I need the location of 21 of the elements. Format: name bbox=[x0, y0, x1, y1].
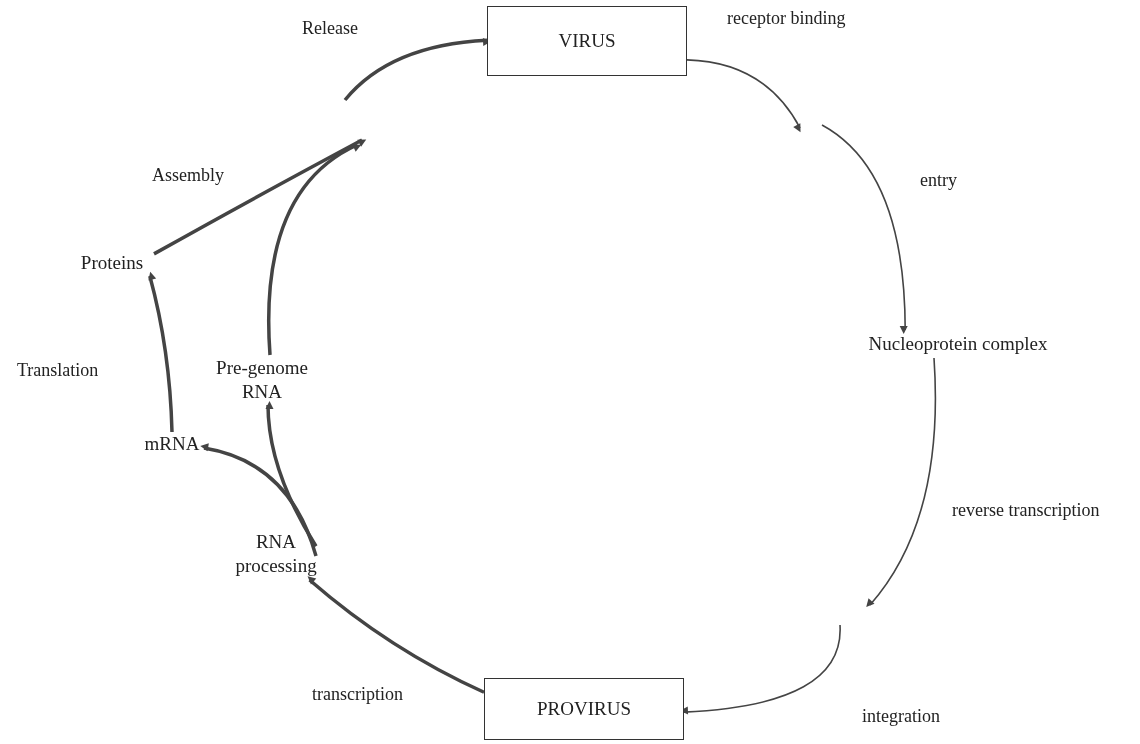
stage-label: Pre-genome RNA bbox=[212, 355, 312, 405]
curved-arrow bbox=[866, 357, 937, 608]
curved-arrow bbox=[307, 576, 485, 694]
curved-arrow bbox=[148, 271, 174, 433]
edge-label: Assembly bbox=[150, 165, 226, 186]
stage-label: mRNA bbox=[140, 432, 204, 456]
edge-label: transcription bbox=[310, 684, 405, 705]
stage-label: Proteins bbox=[70, 250, 154, 276]
step-label: integration bbox=[860, 706, 942, 727]
stage-label: Nucleoprotein complex bbox=[838, 330, 1078, 358]
curved-arrow bbox=[267, 143, 362, 356]
stage-label: RNA processing bbox=[236, 528, 316, 580]
curved-arrow bbox=[153, 138, 367, 256]
edge-label: receptor binding bbox=[725, 8, 848, 29]
curved-arrow bbox=[686, 59, 801, 133]
curved-arrow bbox=[821, 124, 908, 335]
stage-box: PROVIRUS bbox=[484, 678, 684, 740]
curved-arrow bbox=[265, 400, 318, 548]
curved-arrow bbox=[200, 443, 318, 557]
edge-label: reverse transcription bbox=[950, 500, 1102, 521]
stage-box: VIRUS bbox=[487, 6, 687, 76]
